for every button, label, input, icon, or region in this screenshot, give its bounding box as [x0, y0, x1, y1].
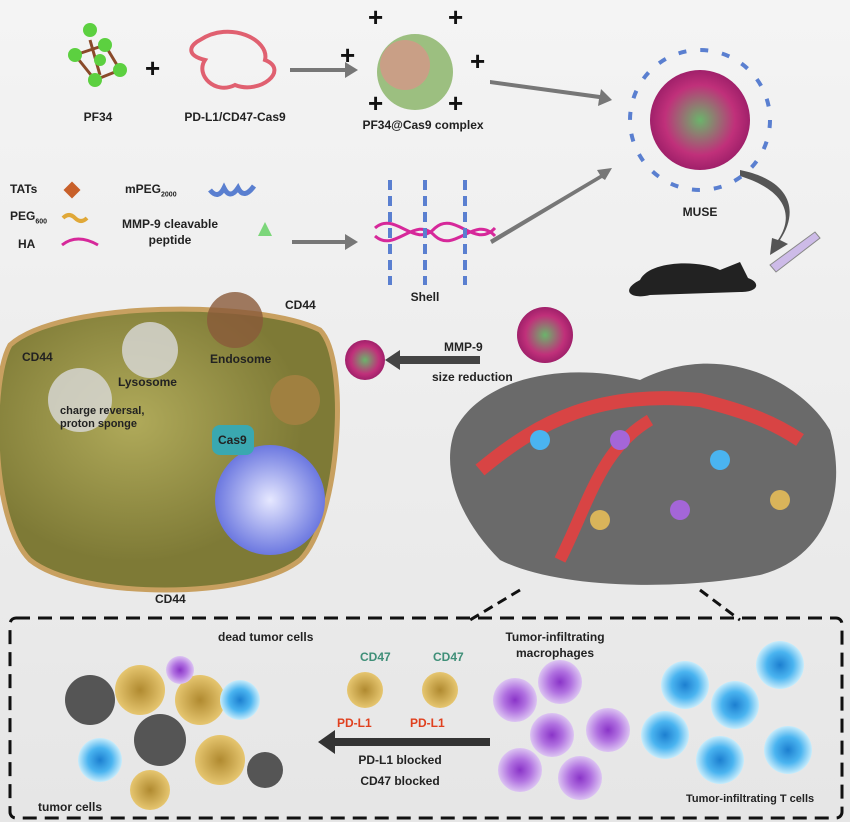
blocked-tumor-cell	[347, 672, 383, 708]
dead-tumor-cells-label: dead tumor cells	[218, 630, 314, 644]
legend-peg600: PEG600	[10, 209, 48, 226]
charge-plus: +	[368, 2, 384, 32]
pdl1-label: PD-L1	[337, 716, 372, 730]
cas9-plasmid-label: PD-L1/CD47-Cas9	[184, 110, 286, 124]
macrophages-label-1: Tumor-infiltrating	[505, 630, 605, 644]
small-particle	[345, 340, 385, 380]
cas9-label: Cas9	[218, 433, 247, 447]
arrows	[290, 62, 790, 754]
pdl1-label: PD-L1	[410, 716, 445, 730]
cd47-blocked-label: CD47 blocked	[360, 774, 440, 788]
mmp9-label: MMP-9	[444, 340, 483, 354]
t-cells	[641, 641, 812, 784]
dead-tumor-cluster	[65, 656, 283, 810]
blocked-tumor-cell	[422, 672, 458, 708]
pf34-label: PF34	[83, 110, 113, 124]
tumor-tissue	[450, 363, 837, 585]
endosome-label: Endosome	[210, 352, 272, 366]
cd44-label: CD44	[155, 592, 186, 606]
mmp9-peptide-icon	[258, 222, 272, 236]
tat-icon	[63, 181, 81, 199]
plus-sign: +	[145, 53, 161, 83]
mpeg2000-icon	[208, 182, 257, 197]
legend-mmp9-line2: peptide	[148, 233, 192, 247]
zoom-lines	[469, 588, 741, 622]
legend-ha: HA	[18, 237, 36, 251]
complex-label: PF34@Cas9 complex	[362, 118, 484, 132]
macrophages-label-2: macrophages	[515, 646, 595, 660]
mouse-illustration	[629, 262, 757, 297]
peg600-icon	[61, 213, 89, 223]
shell-structure	[373, 180, 497, 285]
pf34-molecule	[68, 23, 127, 87]
legend-mmp9-line1: MMP-9 cleavable	[121, 217, 219, 231]
legend-tats: TATs	[10, 182, 38, 196]
charge-plus: +	[448, 88, 464, 118]
macrophages	[493, 660, 630, 800]
muse-nanoparticle	[628, 48, 772, 192]
charge-plus: +	[340, 40, 356, 70]
lysosome-label: Lysosome	[118, 375, 177, 389]
charge-plus: +	[448, 2, 464, 32]
cas9-plasmid	[189, 29, 277, 90]
legend-mpeg2000: mPEG2000	[125, 182, 177, 199]
cd47-label: CD47	[433, 650, 464, 664]
size-reduction-label: size reduction	[432, 370, 513, 384]
tumor-cell-illustration	[0, 292, 340, 593]
tumor-cells-label: tumor cells	[38, 800, 103, 814]
shell-label: Shell	[410, 290, 440, 304]
ha-icon	[61, 237, 99, 247]
pf34-cas9-complex	[377, 34, 453, 110]
muse-label: MUSE	[682, 205, 718, 219]
cd44-label: CD44	[285, 298, 316, 312]
t-cells-label: Tumor-infiltrating T cells	[686, 793, 815, 805]
syringe-illustration	[769, 231, 821, 273]
muse-particle-small	[517, 307, 573, 363]
charge-reversal-label: charge reversal,	[60, 405, 145, 417]
cd44-label: CD44	[22, 350, 53, 364]
cd47-label: CD47	[360, 650, 391, 664]
pdl1-blocked-label: PD-L1 blocked	[358, 753, 442, 767]
proton-sponge-label: proton sponge	[60, 418, 137, 430]
charge-plus: +	[368, 88, 384, 118]
detail-box	[8, 616, 844, 820]
charge-plus: +	[470, 46, 486, 76]
